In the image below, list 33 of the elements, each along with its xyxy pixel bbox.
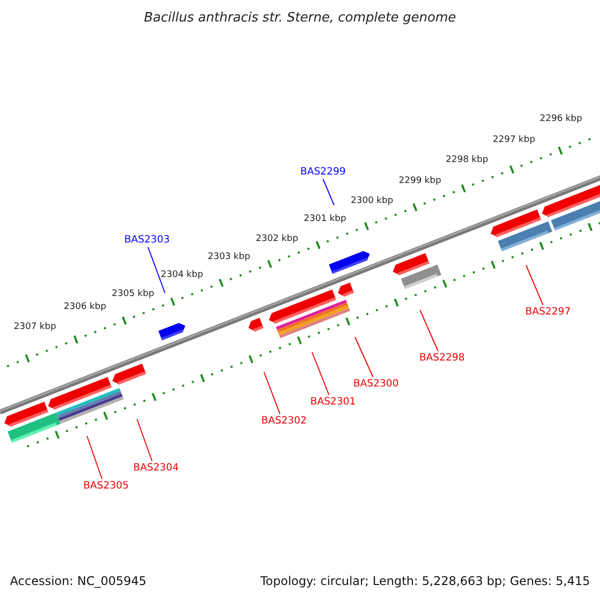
tick-label: 2296 kbp xyxy=(540,114,582,124)
tick-label: 2303 kbp xyxy=(208,252,250,262)
tick-label: 2304 kbp xyxy=(160,270,204,280)
accession-text: Accession: NC_005945 xyxy=(10,574,146,588)
leader-line xyxy=(312,352,330,396)
leader-line xyxy=(264,372,280,414)
genome-stats-text: Topology: circular; Length: 5,228,663 bp; Genes: 5,415 xyxy=(260,574,590,588)
gene-label: BAS2302 xyxy=(261,416,307,426)
gene-label: BAS2297 xyxy=(525,306,571,318)
leader-line xyxy=(86,436,102,480)
gene-label: BAS2299 xyxy=(300,166,346,178)
map-title: Bacillus anthracis str. Sterne, complete genome xyxy=(144,10,456,26)
leader-line xyxy=(322,178,334,206)
gene-label: BAS2301 xyxy=(310,396,356,408)
gene-label: BAS2304 xyxy=(133,462,179,474)
leader-line xyxy=(420,310,438,352)
leader-line xyxy=(136,418,152,462)
tick-label: 2307 kbp xyxy=(14,322,56,332)
gene-label: BAS2300 xyxy=(353,378,399,390)
gene-label: BAS2305 xyxy=(83,480,129,492)
tick-label: 2298 kbp xyxy=(446,155,488,165)
leader-line xyxy=(354,336,374,378)
tick-label: 2302 kbp xyxy=(256,234,298,244)
tick-label: 2299 kbp xyxy=(398,176,442,186)
tick-label: 2297 kbp xyxy=(492,135,536,145)
gene-label: BAS2298 xyxy=(419,352,465,364)
tick-label: 2305 kbp xyxy=(112,289,154,299)
tick-label: 2300 kbp xyxy=(350,196,394,206)
tick-label: 2306 kbp xyxy=(64,302,106,312)
leader-line xyxy=(148,246,166,294)
tick-label: 2301 kbp xyxy=(304,214,346,224)
leader-line xyxy=(526,264,544,306)
gene-label: BAS2303 xyxy=(124,234,170,246)
